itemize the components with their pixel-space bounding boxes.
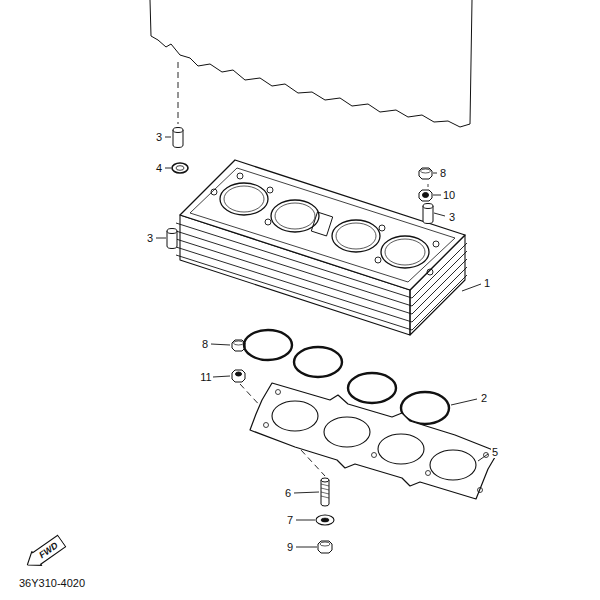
- dowel-pin: [423, 204, 433, 224]
- stud: [321, 478, 329, 506]
- callout-number: 3: [448, 212, 456, 223]
- dowel-pin: [167, 229, 177, 249]
- callout-number: 9: [286, 542, 294, 553]
- dowel-pin: [173, 128, 183, 148]
- cylinder-deck: [180, 160, 465, 290]
- gasket-bores: [272, 401, 476, 480]
- o-ring: [172, 163, 188, 173]
- crankcase-outline: [150, 0, 472, 127]
- deck-gasket-rim: [190, 168, 455, 282]
- nut: [318, 541, 332, 553]
- cap-nut: [419, 190, 432, 201]
- callout-number: 8: [439, 168, 447, 179]
- callout-number: 8: [201, 339, 209, 350]
- callout-number: 6: [284, 488, 292, 499]
- callout-number: 7: [286, 515, 294, 526]
- leader-lines: [156, 137, 488, 547]
- alignment-line: [178, 62, 179, 124]
- gasket-holes: [264, 390, 489, 493]
- callout-number: 3: [146, 233, 154, 244]
- nut: [419, 168, 432, 179]
- callout-number: 11: [199, 372, 212, 383]
- callout-number: 5: [491, 447, 499, 458]
- forward-arrow: FWD: [21, 533, 67, 572]
- drawing-code: 36Y310-4020: [18, 578, 86, 589]
- washer: [316, 515, 334, 525]
- callout-number: 2: [480, 393, 488, 404]
- stud-holes: [211, 173, 439, 275]
- callout-number: 3: [155, 132, 163, 143]
- cam-chain-tunnel: [311, 212, 332, 236]
- callout-number: 1: [483, 278, 491, 289]
- arrow-shape: [22, 534, 66, 572]
- base-gasket: [250, 383, 498, 499]
- callout-number: 10: [442, 190, 456, 201]
- nut: [232, 370, 245, 382]
- cylinder-bores: [220, 183, 429, 268]
- callout-number: 4: [155, 163, 163, 174]
